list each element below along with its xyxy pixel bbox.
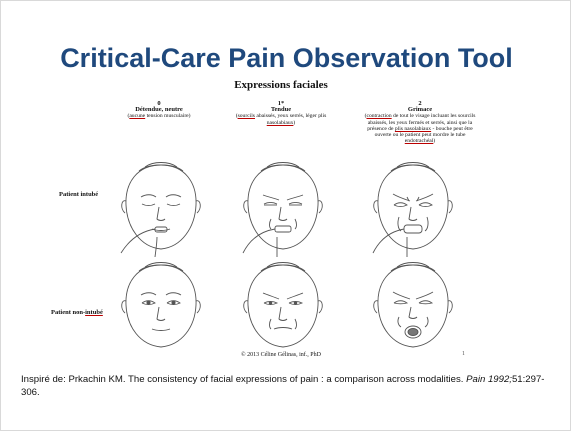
row-label-non-intubated: Patient non-intubé: [51, 309, 103, 316]
column-description: (sourcils abaissés, yeux serrés, léger p…: [231, 113, 331, 125]
column-header-1: 1* Tendue (sourcils abaissés, yeux serré…: [231, 101, 331, 126]
slide-title: Critical-Care Pain Observation Tool: [1, 43, 571, 74]
column-header-0: 0 Détendue, neutre (aucune tension muscu…: [109, 101, 209, 120]
citation: Inspiré de: Prkachin KM. The consistency…: [21, 373, 551, 399]
column-description: (aucune tension musculaire): [109, 113, 209, 119]
figure-copyright: © 2013 Céline Gélinas, inf., PhD: [41, 352, 521, 358]
column-description: (contraction de tout le visage incluant …: [361, 113, 479, 144]
face-tense-nonintubated-illustration: [237, 259, 329, 351]
citation-journal: Pain 1992;: [466, 374, 512, 385]
face-tense-intubated-illustration: [237, 157, 329, 257]
figure-page-mark: 1: [462, 351, 465, 357]
figure-heading: Expressions faciales: [41, 79, 521, 91]
row-label-intubated: Patient intubé: [59, 191, 98, 198]
column-header-2: 2 Grimace (contraction de tout le visage…: [361, 101, 479, 144]
face-relaxed-intubated-illustration: [115, 157, 207, 257]
cpot-figure: Expressions faciales 0 Détendue, neutre …: [41, 79, 521, 361]
face-grimace-intubated-illustration: [367, 157, 459, 257]
face-relaxed-nonintubated-illustration: [115, 259, 207, 351]
face-grimace-nonintubated-illustration: [367, 259, 459, 351]
